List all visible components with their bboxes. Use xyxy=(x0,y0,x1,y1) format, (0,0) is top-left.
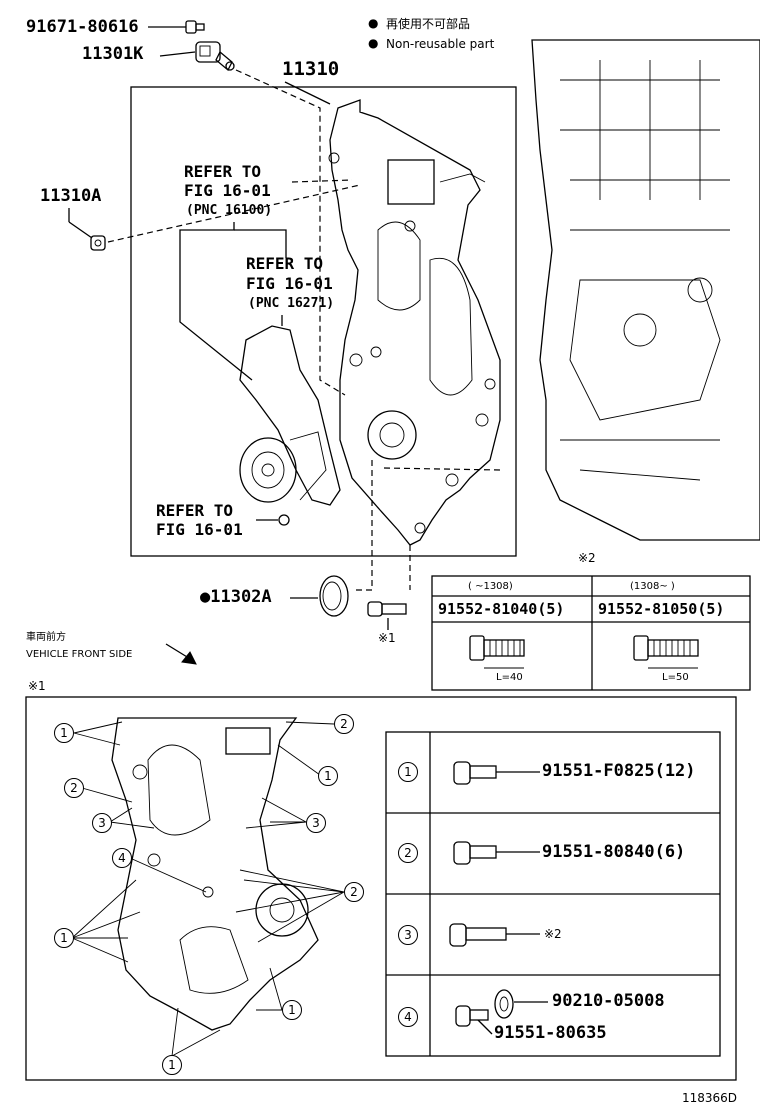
engine-block-drawing xyxy=(531,39,760,541)
ref1-line2[interactable]: FIG 16-01 xyxy=(184,181,271,200)
row2-num: 2 xyxy=(398,843,418,863)
ref2-line1: REFER TO xyxy=(246,254,324,273)
bolt-col2-period: (1308~ ) xyxy=(630,581,675,592)
oil-seal-11302a-drawing xyxy=(290,575,349,617)
detail-cover-drawing xyxy=(111,717,319,1031)
part-11301k[interactable]: 11301K xyxy=(82,44,144,64)
bolt-table-grid xyxy=(431,575,751,691)
ref1-line3: (PNC 16100) xyxy=(186,203,273,218)
legend-jp: 再使用不可部品 xyxy=(386,17,471,31)
ref3-line1: REFER TO xyxy=(156,501,234,520)
ref1-line1: REFER TO xyxy=(184,162,262,181)
sensor-11301k-drawing xyxy=(159,41,235,72)
row3-part: ※2 xyxy=(544,927,562,941)
legend-dot-icon-2: ● xyxy=(368,36,379,50)
timing-cover-drawing xyxy=(328,99,501,546)
water-pump-drawing xyxy=(239,325,341,506)
bolt-col1-period: ( ~1308) xyxy=(468,581,513,592)
nut-11310a-drawing xyxy=(68,184,361,251)
row4-part-b[interactable]: 91551-80635 xyxy=(494,1023,607,1043)
callout-4: 4 xyxy=(112,848,132,868)
ref3-line2[interactable]: FIG 16-01 xyxy=(156,520,243,539)
callout-1d: 1 xyxy=(282,1000,302,1020)
row4-part-a[interactable]: 90210-05008 xyxy=(552,991,665,1011)
part-91671-80616[interactable]: 91671-80616 xyxy=(26,17,139,37)
callout-3b: 3 xyxy=(306,813,326,833)
bolt-x1-drawing xyxy=(367,601,407,630)
front-jp: 車両前方 xyxy=(26,632,66,643)
row3-num: 3 xyxy=(398,925,418,945)
bolt-col2-part[interactable]: 91552-81050(5) xyxy=(598,600,725,618)
row4-num: 4 xyxy=(398,1007,418,1027)
bolt-91671-drawing xyxy=(148,20,205,34)
front-en: VEHICLE FRONT SIDE xyxy=(26,649,133,660)
callout-2b: 2 xyxy=(64,778,84,798)
callout-2: 2 xyxy=(334,714,354,734)
row2-part[interactable]: 91551-80840(6) xyxy=(542,842,686,862)
bolt-mark-x1: ※1 xyxy=(378,631,396,645)
part-11302a[interactable]: ●11302A xyxy=(200,587,272,607)
figure-code: 118366D xyxy=(682,1091,738,1105)
row1-num: 1 xyxy=(398,762,418,782)
ref2-line3: (PNC 16271) xyxy=(248,296,335,311)
detail-mark: ※1 xyxy=(28,679,46,693)
legend-dot-icon: ● xyxy=(368,16,379,30)
legend-en: Non-reusable part xyxy=(386,37,495,51)
callout-3: 3 xyxy=(92,813,112,833)
part-11310a[interactable]: 11310A xyxy=(40,186,102,206)
ref2-line2[interactable]: FIG 16-01 xyxy=(246,274,333,293)
callout-1b: 1 xyxy=(318,766,338,786)
callout-1e: 1 xyxy=(162,1055,182,1075)
part-11310[interactable]: 11310 xyxy=(282,58,340,80)
detail-table-grid xyxy=(385,731,721,1057)
callout-1c: 1 xyxy=(54,928,74,948)
callout-1: 1 xyxy=(54,723,74,743)
bolt-col2-len: L=50 xyxy=(662,672,689,683)
callout-2c: 2 xyxy=(344,882,364,902)
bolt-col1-part[interactable]: 91552-81040(5) xyxy=(438,600,565,618)
bolt-col1-len: L=40 xyxy=(496,672,523,683)
bolt-table-mark: ※2 xyxy=(578,551,596,565)
row1-part[interactable]: 91551-F0825(12) xyxy=(542,761,696,781)
